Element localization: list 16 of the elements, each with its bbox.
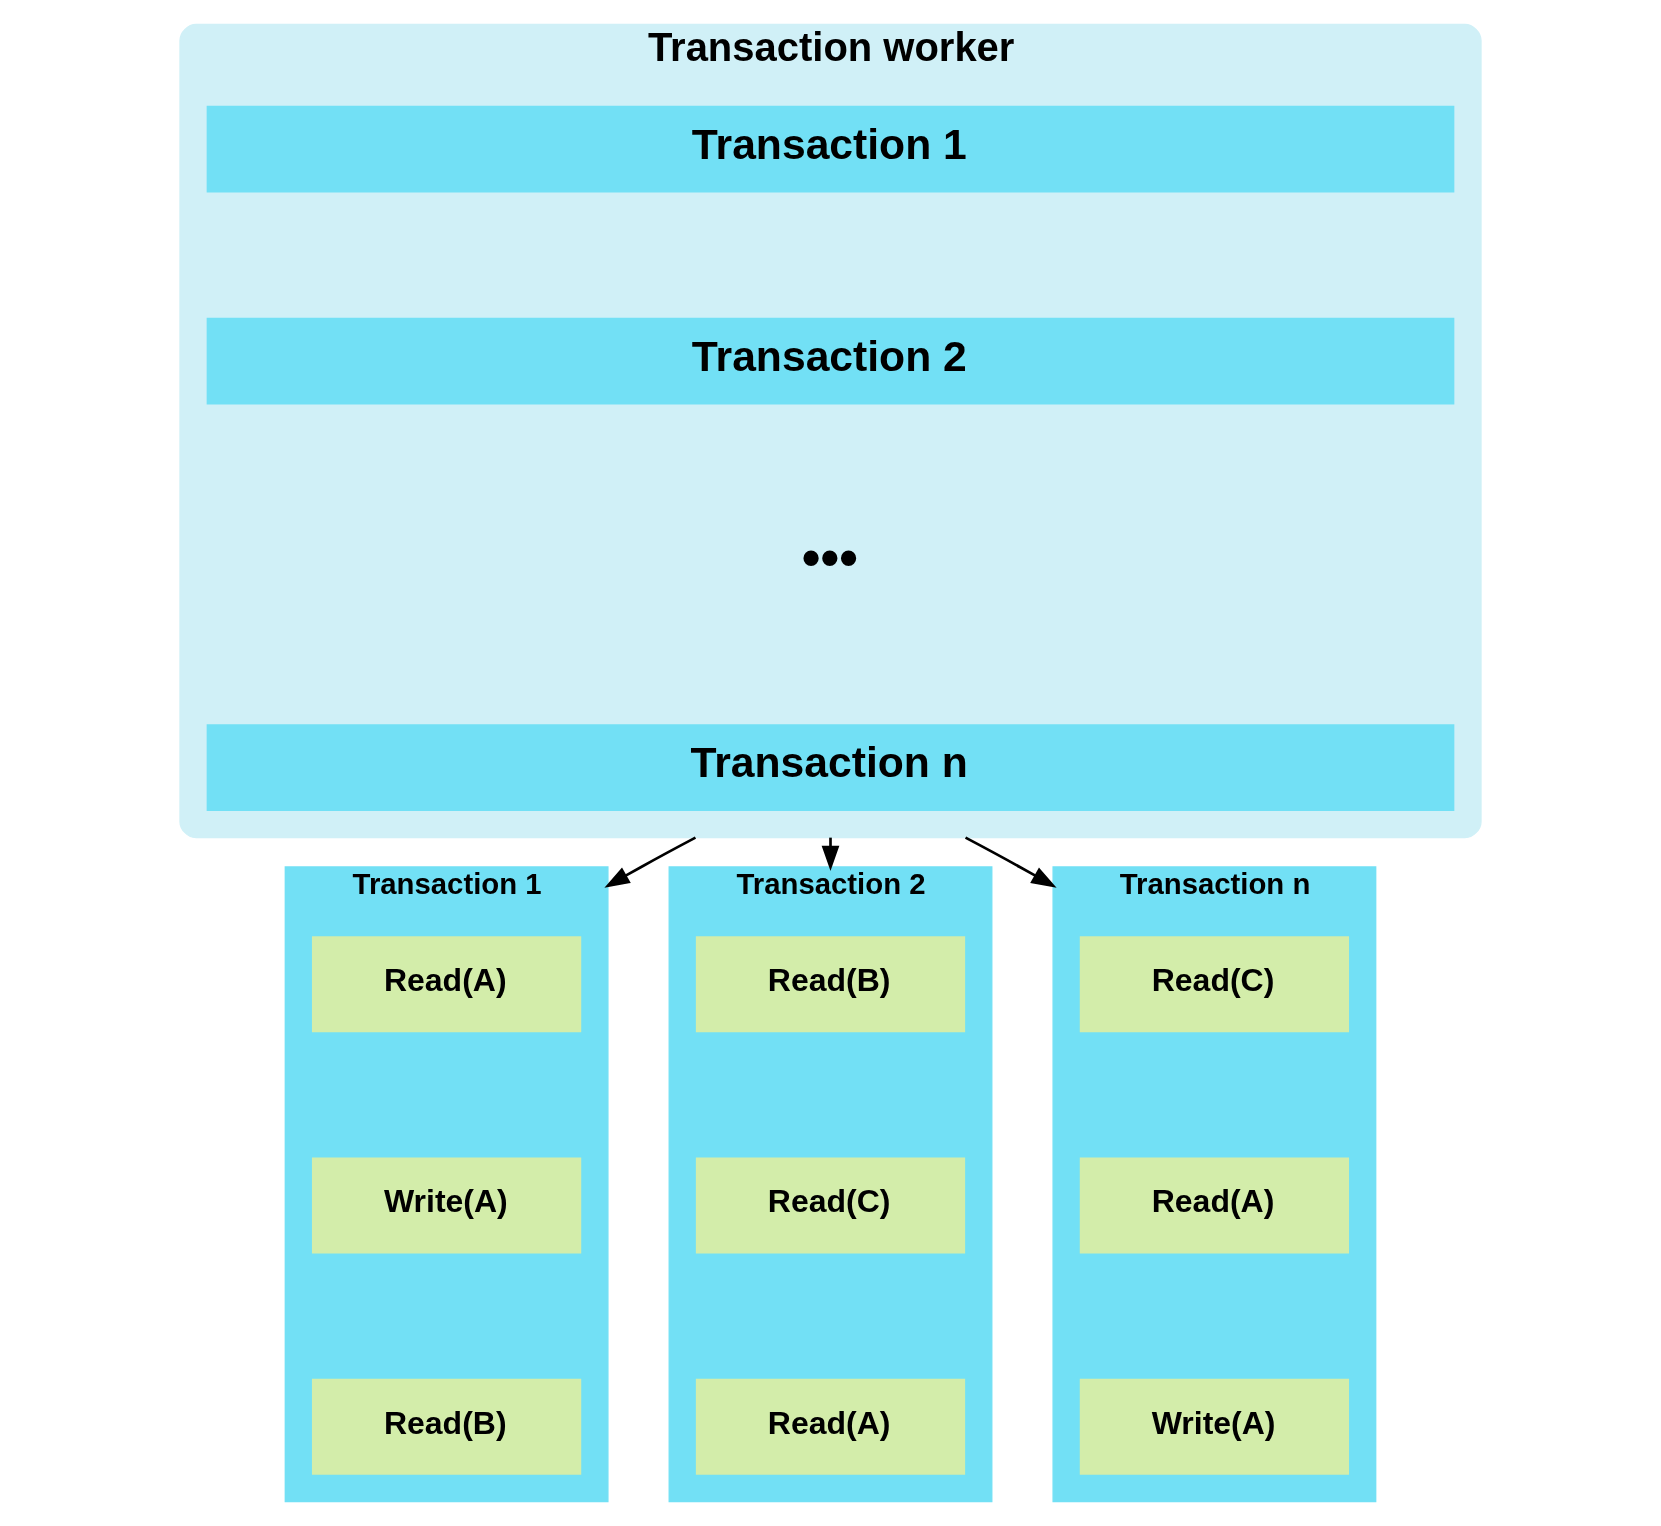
arrow <box>821 837 840 871</box>
node-box: Read(A) <box>695 1378 966 1475</box>
node-box: Read(B) <box>311 1378 582 1475</box>
arrow <box>604 836 697 888</box>
label: ••• <box>801 528 858 588</box>
node-box: Transaction 2 <box>206 317 1455 405</box>
node-box: Read(C) <box>1079 936 1350 1033</box>
node-box: Transaction 1 <box>206 105 1455 193</box>
node-box: Write(A) <box>311 1157 582 1254</box>
node-box: Read(C) <box>695 1157 966 1254</box>
node-box: Transaction n <box>206 724 1455 811</box>
node-box: Read(A) <box>311 936 582 1033</box>
arrow <box>964 836 1057 888</box>
node-box: Read(B) <box>695 936 966 1033</box>
node-box: Write(A) <box>1079 1378 1350 1475</box>
node-box: Read(A) <box>1079 1157 1350 1254</box>
